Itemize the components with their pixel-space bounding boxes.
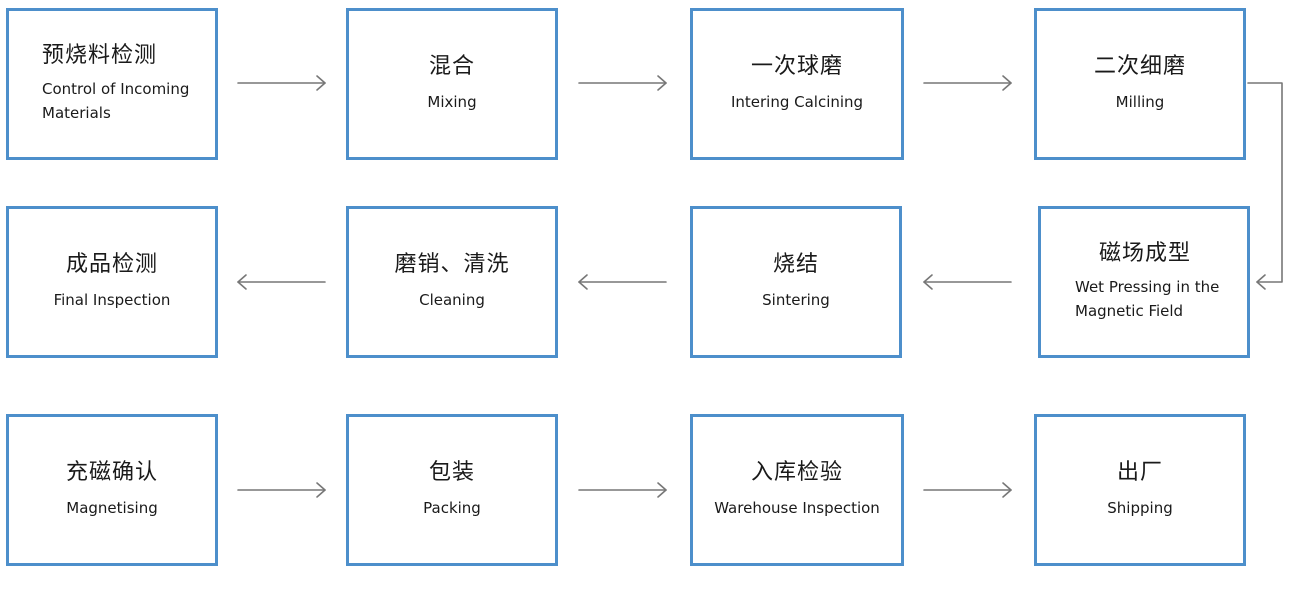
arrow-left-icon: [578, 274, 667, 290]
arrow-right-icon: [237, 482, 326, 498]
step-shipping: 出厂 Shipping: [1034, 414, 1246, 566]
step-final-inspection: 成品检测 Final Inspection: [6, 206, 218, 358]
step-title-cn: 包装: [428, 460, 475, 485]
arrow-right-icon: [578, 75, 667, 91]
step-title-en: Cleaning: [419, 291, 485, 309]
step-title-en: Sintering: [762, 291, 830, 309]
step-title-cn: 充磁确认: [65, 460, 158, 485]
step-warehouse-inspection: 入库检验 Warehouse Inspection: [690, 414, 904, 566]
arrow-left-icon: [923, 274, 1012, 290]
step-title-en: Shipping: [1107, 499, 1173, 517]
step-title-cn: 磨销、清洗: [394, 252, 510, 277]
step-title-en: Magnetising: [66, 499, 158, 517]
step-title-cn: 混合: [428, 54, 475, 79]
step-title-en: Packing: [423, 499, 481, 517]
arrow-left-icon: [237, 274, 326, 290]
step-title-en: Mixing: [427, 93, 477, 111]
step-milling: 二次细磨 Milling: [1034, 8, 1246, 160]
step-intering-calcining: 一次球磨 Intering Calcining: [690, 8, 904, 160]
step-wet-pressing: 磁场成型 Wet Pressing in the Magnetic Field: [1038, 206, 1250, 358]
step-cleaning: 磨销、清洗 Cleaning: [346, 206, 558, 358]
step-title-cn: 一次球磨: [750, 54, 843, 79]
step-title-en: Intering Calcining: [730, 93, 864, 111]
elbow-arrow-icon: [1247, 82, 1283, 290]
arrow-right-icon: [923, 75, 1012, 91]
arrow-right-icon: [923, 482, 1012, 498]
step-mixing: 混合 Mixing: [346, 8, 558, 160]
step-title-cn: 入库检验: [750, 460, 843, 485]
step-title-en: Milling: [1115, 93, 1165, 111]
step-title-en: Final Inspection: [53, 291, 171, 309]
step-title-en: Wet Pressing in the Magnetic Field: [1075, 278, 1220, 320]
arrow-right-icon: [578, 482, 667, 498]
arrow-right-icon: [237, 75, 326, 91]
step-title-cn: 二次细磨: [1093, 54, 1186, 79]
step-title-en: Control of Incoming Materials: [42, 80, 190, 122]
step-magnetising: 充磁确认 Magnetising: [6, 414, 218, 566]
step-title-en: Warehouse Inspection: [714, 499, 880, 517]
step-title-cn: 预烧料检测: [42, 43, 158, 68]
step-title-cn: 成品检测: [65, 252, 158, 277]
step-control-of-incoming-materials: 预烧料检测 Control of Incoming Materials: [6, 8, 218, 160]
step-sintering: 烧结 Sintering: [690, 206, 902, 358]
step-title-cn: 烧结: [772, 252, 819, 277]
step-packing: 包装 Packing: [346, 414, 558, 566]
step-title-cn: 出厂: [1116, 460, 1163, 485]
step-title-cn: 磁场成型: [1099, 241, 1192, 266]
